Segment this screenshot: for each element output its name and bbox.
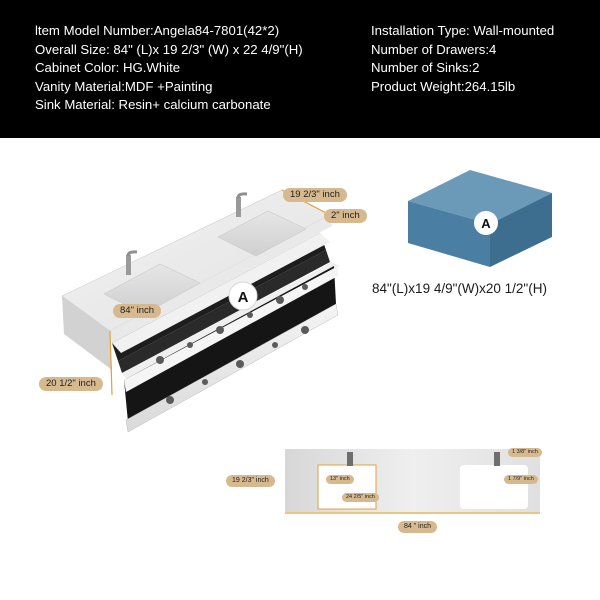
spec-list-right: Installation Type: Wall-mounted Number o… bbox=[371, 22, 554, 96]
height-guide-line bbox=[109, 330, 113, 396]
drawer-contents bbox=[156, 284, 309, 404]
upper-drawer bbox=[112, 233, 330, 373]
top-view-faucet-right bbox=[494, 452, 500, 466]
spec-item-model: ltem Model Number:Angela84-7801(42*2) bbox=[35, 23, 280, 38]
spec-item-installation: Installation Type: Wall-mounted bbox=[371, 23, 555, 38]
spec-item-cabinet-color: Cabinet Color: HG.White bbox=[35, 60, 181, 76]
top-view-faucet-left bbox=[347, 452, 353, 466]
top-view-basin-right bbox=[460, 465, 528, 509]
label-faucet-offset: 1 3/8" inch bbox=[508, 448, 542, 457]
label-basin-width: 13" inch bbox=[326, 475, 354, 484]
vanity-front-strip bbox=[110, 215, 332, 343]
spec-header: ltem Model Number:Angela84-7801(42*2) Ov… bbox=[0, 0, 600, 138]
spec-list-left: ltem Model Number:Angela84-7801(42*2) Ov… bbox=[35, 22, 303, 115]
faucet-right bbox=[236, 192, 248, 217]
cabinet-block: A bbox=[408, 170, 552, 267]
label-basin-length: 24 2/5" inch bbox=[342, 493, 379, 502]
label-length: 84" inch bbox=[113, 304, 162, 318]
cabinet-front-face bbox=[408, 201, 490, 267]
cabinet-top-face bbox=[408, 170, 552, 224]
label-top-edge: 1 7/9" inch bbox=[504, 475, 538, 484]
vanity-3d: A bbox=[61, 189, 340, 433]
label-depth: 19 2/3" inch bbox=[283, 188, 347, 202]
top-view-drawing bbox=[285, 449, 540, 514]
lower-drawer bbox=[122, 262, 340, 433]
cabinet-dimensions: 84"(L)x19 4/9"(W)x20 1/2"(H) bbox=[372, 281, 547, 296]
label-top-length: 84 " inch bbox=[398, 521, 438, 533]
spec-item-overall-size: Overall Size: 84" (L)x 19 2/3" (W) x 22 … bbox=[35, 41, 303, 57]
faucet-left bbox=[126, 250, 138, 275]
vanity-side-panel bbox=[62, 296, 112, 370]
spec-item-weight: Product Weight:264.15lb bbox=[371, 78, 516, 94]
spec-item-drawers: Number of Drawers:4 bbox=[371, 41, 497, 57]
label-height: 20 1/2" inch bbox=[39, 377, 103, 391]
vanity-marker-a: A bbox=[228, 281, 258, 311]
spec-item-sink-material: Sink Material: Resin+ calcium carbonate bbox=[35, 97, 271, 113]
label-edge-thickness: 2" inch bbox=[324, 209, 367, 223]
cabinet-marker-a: A bbox=[474, 211, 498, 235]
svg-text:A: A bbox=[238, 289, 249, 306]
svg-text:A: A bbox=[481, 216, 491, 231]
top-view-basin-left bbox=[317, 464, 377, 510]
label-top-depth: 19 2/3" inch bbox=[226, 475, 275, 487]
spec-item-sinks: Number of Sinks:2 bbox=[371, 60, 480, 76]
basin-right bbox=[217, 210, 307, 257]
cabinet-side-face bbox=[490, 193, 552, 267]
spec-item-vanity-material: Vanity Material:MDF +Painting bbox=[35, 78, 213, 94]
